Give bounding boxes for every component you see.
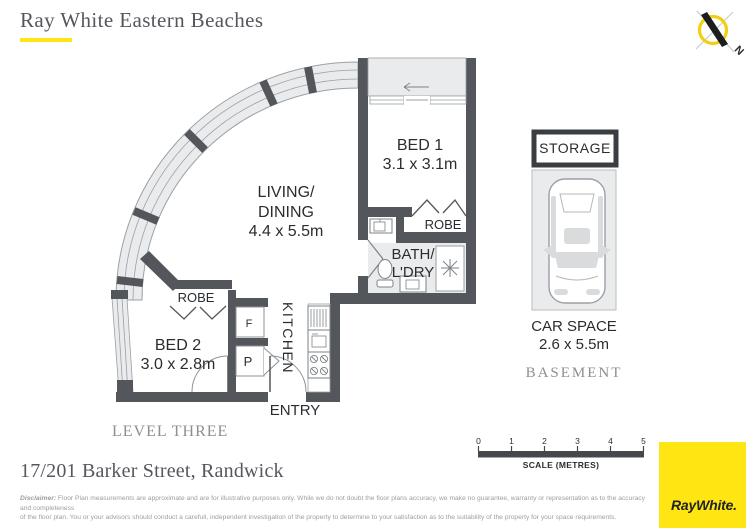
basement-label: BASEMENT <box>526 365 623 381</box>
living-label-1: LIVING/ <box>258 184 315 201</box>
robe1-label: ROBE <box>425 217 462 232</box>
disclaimer-line2: of the floor plan. You or your advisors … <box>20 514 617 521</box>
scale-tick-5: 5 <box>641 436 646 446</box>
pantry-label: P <box>244 354 253 369</box>
dishwasher-icon <box>307 305 331 331</box>
sink-icon <box>399 275 427 293</box>
bathroom <box>367 218 466 293</box>
disclaimer-lead: Disclaimer: <box>20 495 57 502</box>
bed1-balcony <box>367 57 467 105</box>
scale-tick-0: 0 <box>476 436 481 446</box>
scale-bar: 0 1 2 3 4 5 SCALE (METRES) <box>476 436 646 470</box>
living-dims: 4.4 x 5.5m <box>249 223 324 240</box>
scale-tick-3: 3 <box>575 436 580 446</box>
entry-door-icon <box>269 355 307 393</box>
kitchen-fittings <box>307 303 331 393</box>
scale-tick-1: 1 <box>509 436 514 446</box>
bed1-label: BED 1 <box>397 137 443 154</box>
storage-box <box>531 129 619 168</box>
kitchen-label: KITCHEN <box>280 302 296 374</box>
raywhite-logo: RayWhite. <box>659 442 746 528</box>
parking-panel: STORAGE CAR SPACE 2.6 x 5.5m BASEMENT <box>526 129 623 381</box>
robe2-label: ROBE <box>178 290 215 305</box>
pantry-door-icon <box>263 347 280 376</box>
scale-tick-2: 2 <box>542 436 547 446</box>
scale-label: SCALE (METRES) <box>523 460 599 470</box>
agency-title: Ray White Eastern Beaches <box>20 8 264 32</box>
compass-north-label: N <box>732 44 746 58</box>
bed1-dims: 3.1 x 3.1m <box>383 156 458 173</box>
bed2-dims: 3.0 x 2.8m <box>141 356 216 373</box>
storage-label: STORAGE <box>539 140 611 156</box>
sliding-door-arrow-icon <box>403 82 429 92</box>
bath-label-2: L'DRY <box>392 264 435 281</box>
title-underline-accent <box>20 38 72 42</box>
disclaimer: Disclaimer: Floor Plan measurements are … <box>20 494 652 523</box>
entry-label: ENTRY <box>270 402 321 419</box>
level-label: LEVEL THREE <box>112 423 228 440</box>
fridge-box <box>235 306 265 338</box>
raywhite-logo-text: RayWhite. <box>671 497 737 513</box>
living-label-2: DINING <box>258 204 314 221</box>
robe2-bifold-icon <box>169 305 227 320</box>
car-space-dims: 2.6 x 5.5m <box>539 336 609 353</box>
stove-icon <box>307 351 331 379</box>
bed2-window-band <box>111 290 134 393</box>
bed2-label: BED 2 <box>155 337 201 354</box>
toilet-icon <box>376 259 394 288</box>
pantry-box <box>235 345 265 377</box>
car-icon <box>543 178 611 304</box>
bed2-door-icon <box>191 355 229 393</box>
robe1-bifold-icon <box>411 198 467 217</box>
oven-icon <box>307 329 331 353</box>
curved-facade <box>115 61 359 301</box>
scale-tick-4: 4 <box>608 436 613 446</box>
laundry-tub-icon <box>369 218 393 234</box>
car-space-label: CAR SPACE <box>531 318 617 335</box>
shower-icon <box>435 245 465 292</box>
bath-label-1: BATH/ <box>391 246 435 263</box>
fridge-label: F <box>246 318 253 330</box>
property-address: 17/201 Barker Street, Randwick <box>20 460 284 482</box>
walls <box>116 58 476 402</box>
fridge-pantry <box>235 306 280 377</box>
disclaimer-line1: Floor Plan measurements are approximate … <box>20 495 645 512</box>
compass-icon: N <box>695 10 746 58</box>
